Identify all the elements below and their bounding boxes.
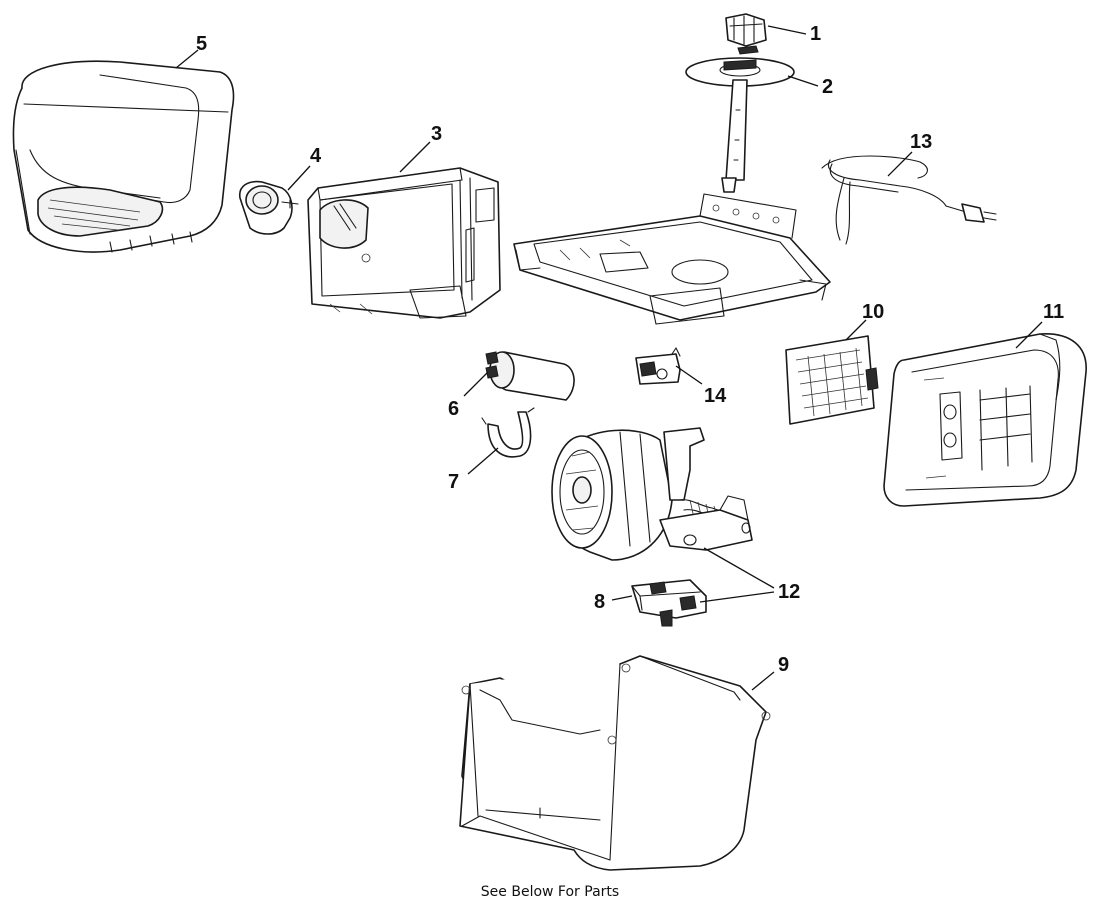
diagram-caption: See Below For Parts xyxy=(480,884,620,900)
leader-3 xyxy=(399,141,431,173)
callout-14: 14 xyxy=(704,385,727,407)
leader-5 xyxy=(175,49,199,69)
callout-11: 11 xyxy=(1043,301,1064,323)
leader-lines xyxy=(175,25,1043,691)
leader-12b xyxy=(699,591,775,603)
callout-4: 4 xyxy=(310,145,322,167)
callout-labels: 1 2 3 4 5 6 7 8 9 10 11 12 13 14 xyxy=(196,23,1064,676)
callout-3: 3 xyxy=(431,123,442,145)
callout-13: 13 xyxy=(910,131,932,153)
part-13-power-cord xyxy=(821,155,997,245)
leader-10 xyxy=(845,319,867,341)
part-10-logic-board xyxy=(785,335,879,425)
leader-14 xyxy=(675,365,703,385)
callout-7: 7 xyxy=(448,471,459,493)
callout-1: 1 xyxy=(810,23,821,45)
leader-12a xyxy=(703,547,775,589)
part-2-drive-shaft xyxy=(685,57,795,193)
leader-4 xyxy=(287,165,311,191)
leader-9 xyxy=(751,671,775,691)
part-11-end-panel xyxy=(883,333,1087,507)
leader-1 xyxy=(767,25,807,35)
part-7-capacitor-strap xyxy=(481,407,535,458)
leader-11 xyxy=(1015,321,1043,349)
part-6-capacitor xyxy=(485,351,575,401)
part-14-switch xyxy=(635,347,681,385)
part-9-bottom-cover xyxy=(459,655,771,871)
main-chassis-plate xyxy=(513,193,831,325)
leader-2 xyxy=(787,75,819,87)
callout-12: 12 xyxy=(778,581,800,603)
part-1-bearing-cap xyxy=(725,13,767,55)
part-3-housing xyxy=(307,167,501,319)
leader-13 xyxy=(887,151,913,177)
callout-2: 2 xyxy=(822,76,833,98)
callout-5: 5 xyxy=(196,33,207,55)
callout-9: 9 xyxy=(778,654,789,676)
leader-6 xyxy=(463,371,489,397)
part-8-travel-module xyxy=(631,579,707,627)
leader-8 xyxy=(611,595,633,601)
callout-6: 6 xyxy=(448,398,459,420)
callout-8: 8 xyxy=(594,591,605,613)
part-4-light-socket xyxy=(238,180,299,235)
callout-10: 10 xyxy=(862,301,884,323)
part-12-motor xyxy=(551,427,753,561)
leader-7 xyxy=(467,447,499,475)
part-5-light-cover xyxy=(12,60,235,253)
